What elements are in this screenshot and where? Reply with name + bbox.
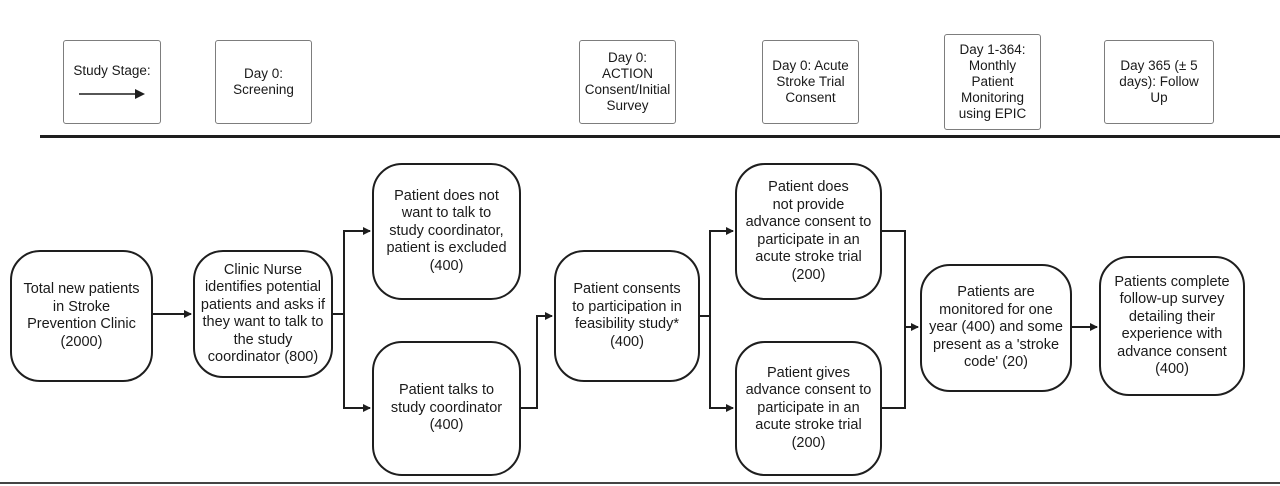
node-monitored: Patients are monitored for one year (400… <box>920 264 1072 392</box>
right-arrow-icon <box>79 89 145 99</box>
arrow-nurse-to-not-talk <box>333 227 371 315</box>
node-no-advance-consent: Patient does not provide advance consent… <box>735 163 882 300</box>
node-gives-advance-consent: Patient gives advance consent to partici… <box>735 341 882 476</box>
node-total-patients: Total new patients in Stroke Prevention … <box>10 250 153 382</box>
stage-legend-box: Study Stage: <box>63 40 161 124</box>
stage-divider <box>40 135 1280 138</box>
stage-monitoring: Day 1-364: Monthly Patient Monitoring us… <box>944 34 1041 130</box>
stage-follow-up: Day 365 (± 5 days): Follow Up <box>1104 40 1214 124</box>
stage-screening: Day 0: Screening <box>215 40 312 124</box>
arrow-gives-advance-to-monitored <box>882 327 906 409</box>
node-consents-feasibility: Patient consents to participation in fea… <box>554 250 700 382</box>
arrow-no-advance-to-monitored <box>882 230 919 331</box>
arrow-nurse-to-talks <box>343 314 371 412</box>
stage-action-consent: Day 0: ACTION Consent/Initial Survey <box>579 40 676 124</box>
arrow-consents-to-no-advance <box>700 227 734 317</box>
arrow-consents-to-gives-advance <box>709 316 734 412</box>
stage-legend-label: Study Stage: <box>73 63 151 78</box>
node-talks: Patient talks to study coordinator (400) <box>372 341 521 476</box>
stage-acute-consent: Day 0: Acute Stroke Trial Consent <box>762 40 859 124</box>
node-clinic-nurse: Clinic Nurse identifies potential patien… <box>193 250 333 378</box>
node-survey: Patients complete follow-up survey detai… <box>1099 256 1245 396</box>
bottom-border <box>0 482 1280 484</box>
arrow-talks-to-consents <box>521 312 553 409</box>
node-not-talk: Patient does not want to talk to study c… <box>372 163 521 300</box>
